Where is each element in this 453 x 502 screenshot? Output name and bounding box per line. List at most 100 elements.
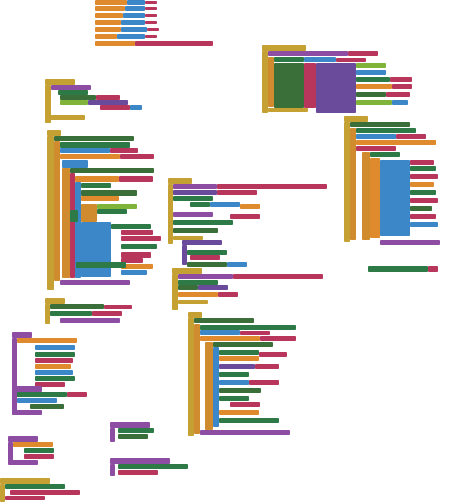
- math-block[interactable]: [81, 222, 111, 277]
- variable-getter-block[interactable]: [219, 410, 259, 415]
- set-property-block[interactable]: [50, 304, 104, 309]
- math-block[interactable]: [219, 380, 249, 385]
- component-getter-block[interactable]: [187, 250, 227, 255]
- component-getter-block[interactable]: [219, 350, 259, 355]
- value-block[interactable]: [117, 34, 145, 39]
- text-literal-block[interactable]: [5, 496, 45, 500]
- value-block[interactable]: [127, 0, 145, 5]
- math-block[interactable]: [75, 182, 81, 278]
- call-procedure-block[interactable]: [173, 184, 217, 189]
- number-block[interactable]: [392, 100, 408, 105]
- component-getter-block[interactable]: [219, 418, 279, 423]
- component-getter-block[interactable]: [76, 262, 126, 268]
- procedure-block[interactable]: [173, 212, 213, 217]
- when-event-block[interactable]: [172, 268, 202, 274]
- event-footer-block[interactable]: [173, 236, 203, 240]
- text-literal-block[interactable]: [410, 214, 436, 219]
- control-block[interactable]: [194, 324, 200, 434]
- event-footer-block[interactable]: [178, 300, 208, 304]
- text-join-block[interactable]: [119, 176, 153, 182]
- variable-getter-block[interactable]: [81, 196, 119, 201]
- math-block[interactable]: [213, 347, 219, 427]
- component-getter-block[interactable]: [118, 464, 188, 469]
- list-block[interactable]: [173, 190, 217, 195]
- math-block[interactable]: [35, 345, 75, 350]
- list-block[interactable]: [219, 364, 255, 369]
- logic-block[interactable]: [356, 63, 386, 68]
- math-block[interactable]: [380, 160, 410, 236]
- variable-getter-block[interactable]: [35, 364, 71, 369]
- event-body-block[interactable]: [45, 85, 51, 123]
- math-block[interactable]: [210, 202, 240, 207]
- component-getter-block[interactable]: [219, 396, 249, 401]
- component-getter-block[interactable]: [81, 183, 111, 188]
- component-getter-block[interactable]: [219, 372, 249, 377]
- number-block[interactable]: [410, 222, 438, 227]
- text-literal-block[interactable]: [255, 364, 279, 369]
- component-getter-block[interactable]: [178, 280, 218, 285]
- procedure-block[interactable]: [200, 430, 290, 435]
- variable-getter-block[interactable]: [410, 182, 434, 187]
- text-join-block[interactable]: [24, 454, 54, 459]
- text-join-block[interactable]: [96, 95, 120, 100]
- procedure-definition-block[interactable]: [12, 332, 32, 338]
- math-block[interactable]: [62, 160, 88, 168]
- number-block[interactable]: [130, 105, 142, 110]
- component-getter-block[interactable]: [35, 376, 75, 381]
- list-block[interactable]: [182, 245, 187, 265]
- component-getter-block[interactable]: [24, 448, 54, 453]
- procedure-footer-block[interactable]: [12, 410, 42, 415]
- text-block[interactable]: [304, 63, 316, 108]
- component-getter-block[interactable]: [173, 196, 213, 201]
- component-getter-block[interactable]: [410, 190, 436, 195]
- component-getter-block[interactable]: [274, 57, 304, 62]
- logic-block[interactable]: [356, 100, 392, 105]
- event-body-block[interactable]: [45, 304, 50, 324]
- text-literal-block[interactable]: [121, 236, 161, 241]
- text-literal-block[interactable]: [390, 77, 412, 82]
- value-block[interactable]: [123, 13, 145, 18]
- text-literal-block[interactable]: [147, 28, 159, 31]
- text-literal-block[interactable]: [348, 51, 378, 56]
- text-literal-block[interactable]: [145, 35, 157, 38]
- text-join-block[interactable]: [120, 154, 154, 159]
- control-block[interactable]: [62, 168, 70, 278]
- text-literal-block[interactable]: [145, 14, 157, 17]
- text-literal-block[interactable]: [35, 382, 65, 387]
- text-literal-block[interactable]: [218, 292, 238, 297]
- event-footer-block[interactable]: [45, 115, 85, 120]
- text-literal-block[interactable]: [104, 305, 132, 309]
- math-block[interactable]: [356, 70, 386, 75]
- set-property-block[interactable]: [187, 262, 227, 267]
- text-join-block[interactable]: [118, 470, 158, 475]
- value-block[interactable]: [125, 6, 145, 11]
- set-property-block[interactable]: [60, 95, 96, 100]
- text-join-block[interactable]: [190, 255, 220, 260]
- control-block[interactable]: [362, 152, 370, 240]
- list-block[interactable]: [316, 63, 356, 113]
- control-block[interactable]: [350, 128, 356, 240]
- local-variable-block[interactable]: [75, 176, 119, 182]
- set-property-block[interactable]: [173, 228, 218, 233]
- set-property-block[interactable]: [30, 404, 64, 409]
- local-variable-block[interactable]: [200, 336, 260, 341]
- procedure-body-block[interactable]: [12, 392, 17, 412]
- event-body-block[interactable]: [0, 484, 5, 502]
- set-property-block[interactable]: [350, 122, 410, 127]
- set-property-block[interactable]: [54, 136, 134, 141]
- text-literal-block[interactable]: [230, 214, 260, 219]
- text-literal-block[interactable]: [110, 148, 138, 153]
- text-literal-block[interactable]: [233, 274, 323, 279]
- number-block[interactable]: [121, 270, 147, 275]
- global-variable-block[interactable]: [95, 6, 125, 11]
- variable-getter-block[interactable]: [356, 84, 392, 89]
- component-getter-block[interactable]: [111, 224, 151, 229]
- component-getter-block[interactable]: [370, 152, 400, 157]
- text-join-block[interactable]: [260, 336, 296, 341]
- procedure-block[interactable]: [60, 280, 130, 285]
- set-property-block[interactable]: [178, 285, 198, 290]
- set-property-block[interactable]: [213, 342, 273, 347]
- text-literal-block[interactable]: [230, 402, 260, 407]
- when-event-block[interactable]: [344, 116, 368, 122]
